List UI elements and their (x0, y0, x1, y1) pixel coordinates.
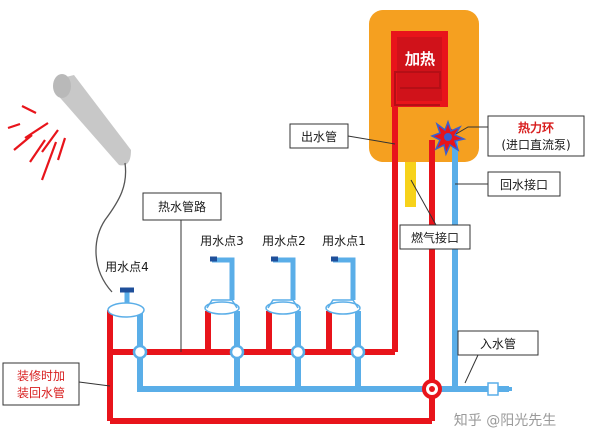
svg-text:装回水管: 装回水管 (17, 385, 65, 400)
svg-text:燃气接口: 燃气接口 (411, 230, 459, 245)
svg-text:入水管: 入水管 (480, 336, 516, 351)
label-gas-port: 燃气接口 (399, 224, 471, 250)
label-outlet-pipe: 出水管 (289, 123, 349, 149)
watermark: 知乎 @阳光先生 (454, 412, 556, 429)
label-return-pipe: 装修时加 装回水管 (2, 362, 80, 406)
hot-water-pipes (107, 107, 435, 424)
heat-loop-icon (430, 119, 467, 157)
label-point-3: 用水点3 (200, 234, 244, 248)
heating-label: 加热 (404, 50, 435, 68)
water-point-1 (325, 256, 361, 315)
svg-text:出水管: 出水管 (301, 129, 337, 144)
water-point-3 (204, 256, 240, 315)
shower-head-icon (53, 74, 131, 293)
label-point-1: 用水点1 (322, 234, 366, 248)
label-heat-loop: 热力环 (进口直流泵) (487, 115, 585, 157)
label-return-port: 回水接口 (487, 171, 561, 197)
label-inlet-pipe: 入水管 (457, 330, 539, 356)
label-hot-water-pipe: 热水管路 (142, 192, 222, 221)
callout-lines (78, 126, 488, 387)
water-spray-icon (7, 105, 67, 181)
svg-text:(进口直流泵): (进口直流泵) (501, 138, 570, 152)
heating-coil (394, 71, 441, 106)
svg-text:热水管路: 热水管路 (158, 199, 206, 214)
svg-text:热力环: 热力环 (518, 120, 554, 135)
water-point-4 (107, 287, 145, 318)
water-point-2 (265, 256, 301, 315)
label-point-2: 用水点2 (262, 234, 306, 248)
label-point-4: 用水点4 (105, 260, 149, 274)
gas-pipe (405, 162, 416, 207)
svg-text:装修时加: 装修时加 (17, 368, 65, 383)
pipe-crossings (132, 344, 366, 360)
inlet-valve-icon (487, 382, 499, 396)
svg-text:回水接口: 回水接口 (500, 177, 548, 192)
